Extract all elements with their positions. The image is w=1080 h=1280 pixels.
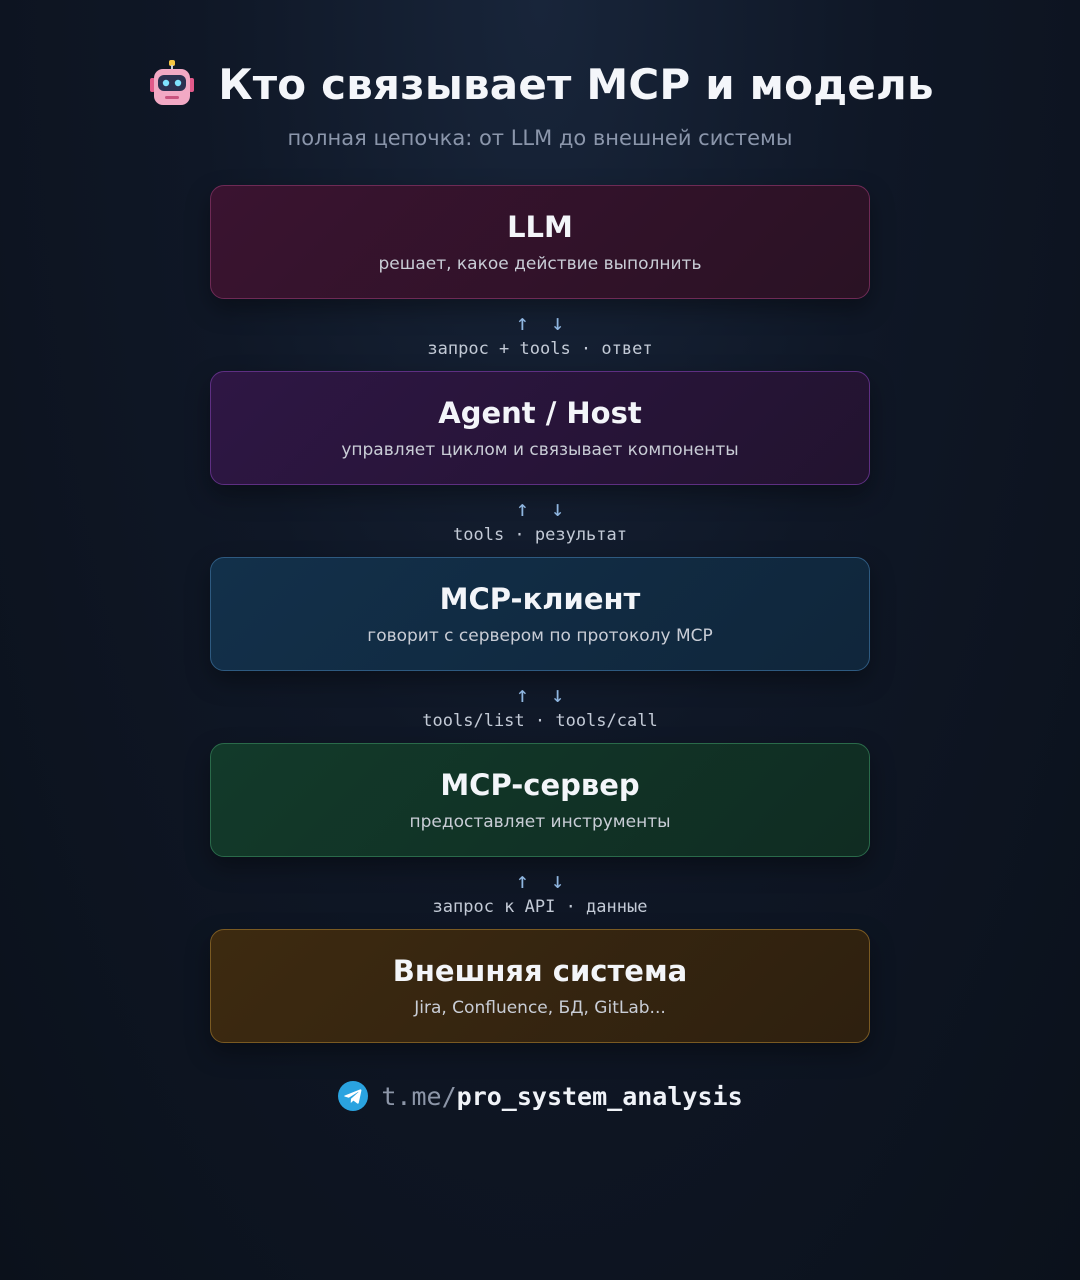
box-subtitle: решает, какое действие выполнить — [378, 254, 702, 274]
telegram-icon — [338, 1081, 369, 1111]
arrow-down-icon: ↓ — [551, 311, 565, 336]
connector: ↑ ↓ tools/list · tools/call — [0, 683, 1080, 731]
box-subtitle: Jira, Confluence, БД, GitLab... — [414, 998, 666, 1018]
arrow-up-icon: ↑ — [515, 311, 529, 336]
mcp-client-box: MCP-клиент говорит с сервером по протоко… — [210, 557, 870, 671]
box-title: Agent / Host — [438, 396, 642, 430]
agent-host-box: Agent / Host управляет циклом и связывае… — [210, 371, 870, 485]
channel-link-prefix: t.me/ — [381, 1081, 457, 1111]
arrow-up-icon: ↑ — [515, 683, 529, 708]
channel-link-handle: pro_system_analysis — [456, 1081, 743, 1111]
channel-link[interactable]: t.me/pro_system_analysis — [381, 1082, 742, 1111]
arrow-down-icon: ↓ — [551, 869, 565, 894]
llm-box: LLM решает, какое действие выполнить — [210, 185, 870, 299]
arrow-down-icon: ↓ — [551, 497, 565, 522]
external-system-box: Внешняя система Jira, Confluence, БД, Gi… — [210, 929, 870, 1043]
connector: ↑ ↓ запрос к API · данные — [0, 869, 1080, 917]
connector: ↑ ↓ запрос + tools · ответ — [0, 311, 1080, 359]
connector-label: tools · результат — [453, 525, 627, 545]
arrow-down-icon: ↓ — [551, 683, 565, 708]
arrow-up-icon: ↑ — [515, 869, 529, 894]
connector-label: запрос + tools · ответ — [427, 339, 653, 359]
footer: t.me/pro_system_analysis — [0, 1080, 1080, 1112]
box-title: LLM — [507, 210, 573, 244]
box-subtitle: говорит с сервером по протоколу MCP — [367, 626, 713, 646]
header: Кто связывает MCP и модель — [0, 58, 1080, 110]
connector-label: tools/list · tools/call — [422, 711, 658, 731]
box-title: MCP-сервер — [440, 768, 640, 802]
arrow-up-icon: ↑ — [515, 497, 529, 522]
robot-icon — [150, 60, 195, 105]
page-title: Кто связывает MCP и модель — [218, 59, 934, 109]
box-title: Внешняя система — [392, 954, 688, 988]
box-subtitle: управляет циклом и связывает компоненты — [341, 440, 739, 460]
connector: ↑ ↓ tools · результат — [0, 497, 1080, 545]
box-title: MCP-клиент — [439, 582, 641, 616]
box-subtitle: предоставляет инструменты — [409, 812, 671, 832]
connector-label: запрос к API · данные — [432, 897, 648, 917]
page-subtitle: полная цепочка: от LLM до внешней систем… — [287, 126, 793, 150]
mcp-server-box: MCP-сервер предоставляет инструменты — [210, 743, 870, 857]
